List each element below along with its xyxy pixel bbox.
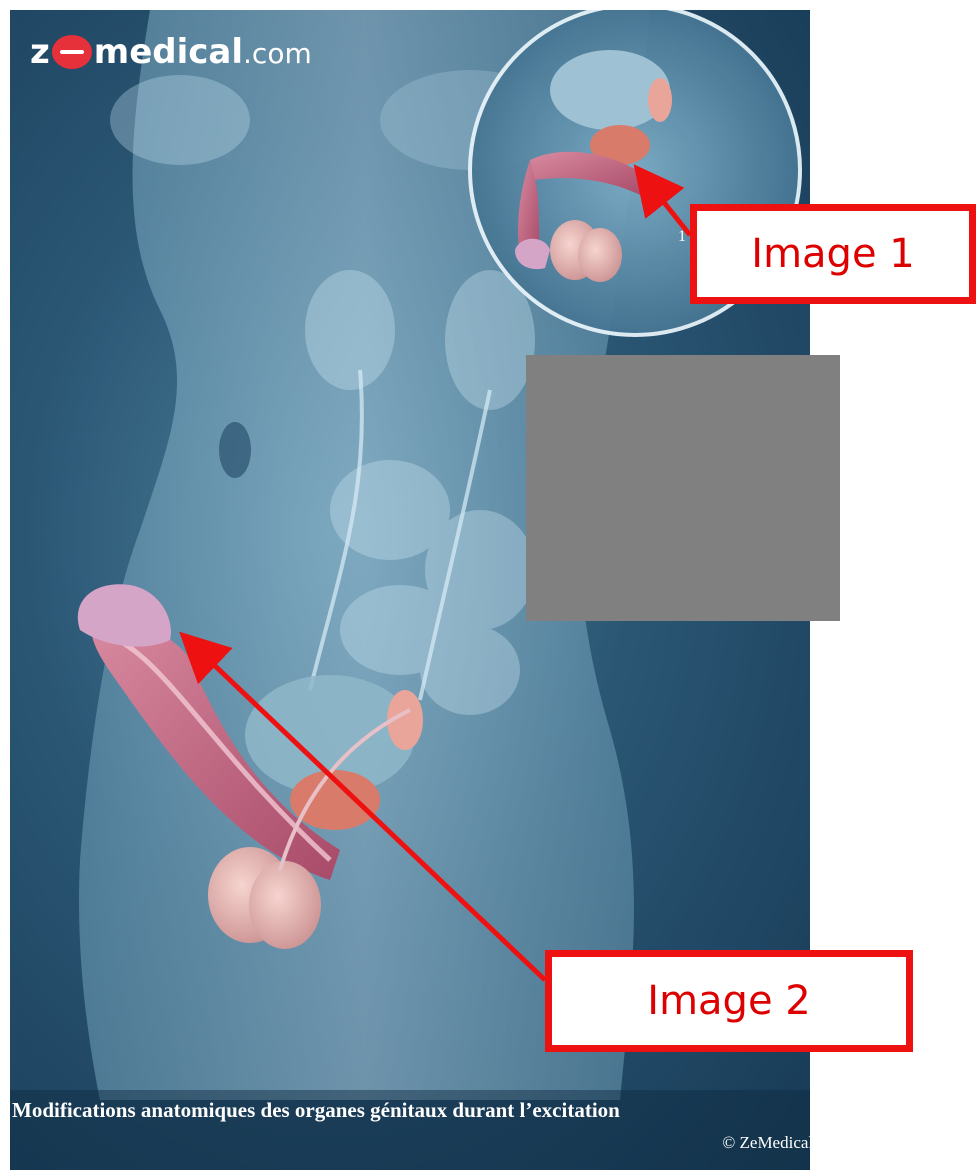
label-image-1: Image 1 (690, 204, 976, 304)
zemedical-logo: z medical.com (30, 32, 312, 74)
logo-badge-icon (52, 35, 92, 69)
navel (219, 422, 251, 478)
prostate (290, 770, 380, 830)
inset-marker: 1 (678, 228, 686, 246)
label-image-2: Image 2 (545, 950, 913, 1052)
chest-left (110, 75, 250, 165)
testis-right (249, 861, 321, 949)
logo-tld: .com (243, 37, 312, 70)
image-credit: © ZeMedical.com / Delphine Bailly (722, 1133, 968, 1153)
logo-letter-z: z (30, 32, 50, 72)
figure-caption: Modifications anatomiques des organes gé… (12, 1098, 620, 1123)
redaction-box (526, 355, 840, 621)
logo-brand: medical (94, 32, 243, 72)
